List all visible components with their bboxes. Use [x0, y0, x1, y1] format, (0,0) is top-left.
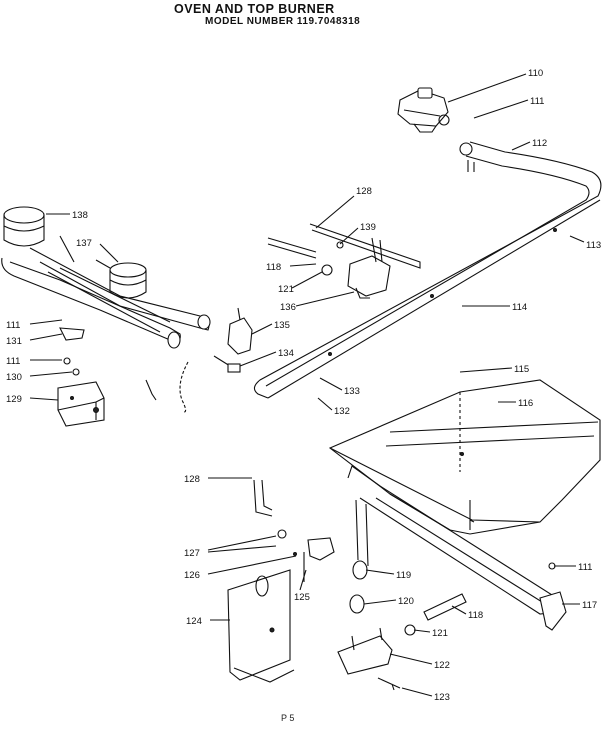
callout-111: 111: [530, 96, 544, 107]
burner-bracket: [57, 327, 157, 427]
callout-134: 134: [278, 348, 294, 359]
callout-111: 111: [6, 320, 20, 331]
model-number: MODEL NUMBER 119.7048318: [205, 16, 361, 27]
safety-valve-and-thermocouple: [179, 307, 253, 413]
callout-122: 122: [434, 660, 450, 671]
oven-valve-assembly: [267, 223, 421, 299]
oven-gas-valve: [337, 593, 467, 691]
callout-114: 114: [512, 302, 527, 313]
diagram-title: OVEN AND TOP BURNER: [174, 2, 335, 16]
page-number: P 5: [281, 713, 295, 723]
callout-127: 127: [184, 548, 200, 559]
callout-123: 123: [434, 692, 450, 703]
callout-124: 124: [186, 616, 202, 627]
callout-129: 129: [6, 394, 22, 405]
callout-leaders: [29, 73, 585, 697]
pressure-regulator: [397, 87, 450, 133]
callout-130: 130: [6, 372, 22, 383]
callout-118: 118: [468, 610, 483, 621]
callout-121: 121: [432, 628, 448, 639]
callout-112: 112: [532, 138, 547, 149]
callout-133: 133: [344, 386, 360, 397]
callout-111: 111: [578, 562, 592, 573]
callout-117: 117: [582, 600, 597, 611]
callout-125: 125: [294, 592, 310, 603]
callout-119: 119: [396, 570, 411, 581]
ignitor-mounting-bracket: [227, 479, 335, 683]
callout-118: 118: [266, 262, 281, 273]
callout-115: 115: [514, 364, 529, 375]
callout-128: 128: [356, 186, 372, 197]
callout-128: 128: [184, 474, 200, 485]
callout-135: 135: [274, 320, 290, 331]
callout-132: 132: [334, 406, 350, 417]
callout-126: 126: [184, 570, 200, 581]
callout-113: 113: [586, 240, 601, 251]
callout-labels: 110 111 112 113 128 139 118 121 136 114 …: [6, 68, 601, 703]
oven-burner-baffle: [328, 379, 601, 535]
callout-110: 110: [528, 68, 543, 79]
callout-120: 120: [398, 596, 414, 607]
callout-121: 121: [278, 284, 294, 295]
gas-manifold-pipe: [253, 141, 602, 399]
callout-139: 139: [360, 222, 376, 233]
callout-137: 137: [76, 238, 92, 249]
oven-burner-tube: [347, 465, 567, 631]
top-burner-assembly: [1, 206, 211, 349]
callout-131: 131: [6, 336, 22, 347]
callout-111: 111: [6, 356, 20, 367]
callout-116: 116: [518, 398, 533, 409]
callout-138: 138: [72, 210, 88, 221]
callout-136: 136: [280, 302, 296, 313]
